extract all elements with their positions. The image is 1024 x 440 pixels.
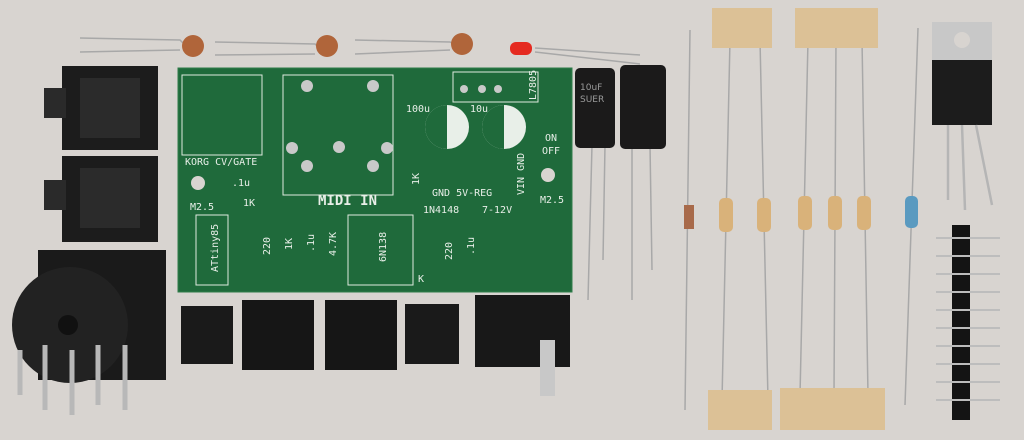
ic-chip (405, 304, 459, 364)
silk-diode: 1N4148 (423, 205, 459, 216)
silk-cap: .1u (232, 178, 250, 189)
resistor (719, 198, 733, 232)
tape-strip (780, 388, 885, 430)
resistor (798, 196, 812, 230)
ceramic-capacitor (451, 33, 473, 55)
tape-strip (795, 8, 878, 48)
voltage-regulator (932, 22, 994, 211)
din-midi-jack (12, 250, 166, 415)
diode (684, 205, 694, 229)
ic-socket (242, 300, 314, 370)
audio-jack (44, 156, 158, 242)
silk-resistor: 1K (284, 238, 295, 250)
audio-jack (44, 66, 158, 150)
silk-cap: .1u (466, 237, 477, 255)
tape-strip (712, 8, 772, 48)
capacitor-label: SUER (580, 95, 604, 105)
pin-header (936, 225, 1000, 420)
silk-cap: 10u (470, 104, 488, 115)
silk-korg: KORG CV/GATE (185, 157, 257, 168)
ceramic-capacitors (79, 37, 641, 65)
silk-off: OFF (542, 146, 560, 157)
silk-cap: 100u (406, 104, 430, 115)
silk-opto: 6N138 (378, 232, 389, 262)
electrolytic-capacitor (620, 65, 666, 149)
resistor (828, 196, 842, 230)
silk-gnd-5v: GND 5V-REG (432, 188, 492, 199)
silk-regulator: L7805 (528, 70, 539, 100)
silk-title: MIDI IN (318, 193, 377, 209)
silk-resistor: 1K (411, 173, 422, 185)
ceramic-capacitor (182, 35, 204, 57)
silk-vin-gnd: VIN GND (516, 153, 527, 195)
ceramic-capacitor (316, 35, 338, 57)
tape-strip (708, 390, 772, 430)
silk-k: K (418, 274, 424, 285)
resistor (757, 198, 771, 232)
silk-m25: M2.5 (190, 202, 214, 213)
silk-resistor: 220 (262, 237, 273, 255)
ic-socket (325, 300, 397, 370)
silk-cap: .1u (306, 234, 317, 252)
silk-on: ON (545, 133, 557, 144)
dc-power-jack (475, 295, 570, 396)
ic-chip (181, 306, 233, 364)
red-led (510, 42, 532, 55)
silk-resistor: 4.7K (328, 232, 339, 256)
silk-resistor: 220 (444, 242, 455, 260)
silk-attiny: ATtiny85 (210, 224, 221, 272)
resistor (905, 196, 918, 228)
capacitor-label: 10uF (580, 83, 602, 93)
resistor (857, 196, 871, 230)
silk-vin: 7-12V (482, 205, 512, 216)
silk-resistor: 1K (243, 198, 255, 209)
electrolytic-capacitor (575, 68, 615, 148)
pcb-board: KORG CV/GATE M2.5 .1u 1K MIDI IN ATtiny8… (177, 67, 573, 293)
silk-m25: M2.5 (540, 195, 564, 206)
